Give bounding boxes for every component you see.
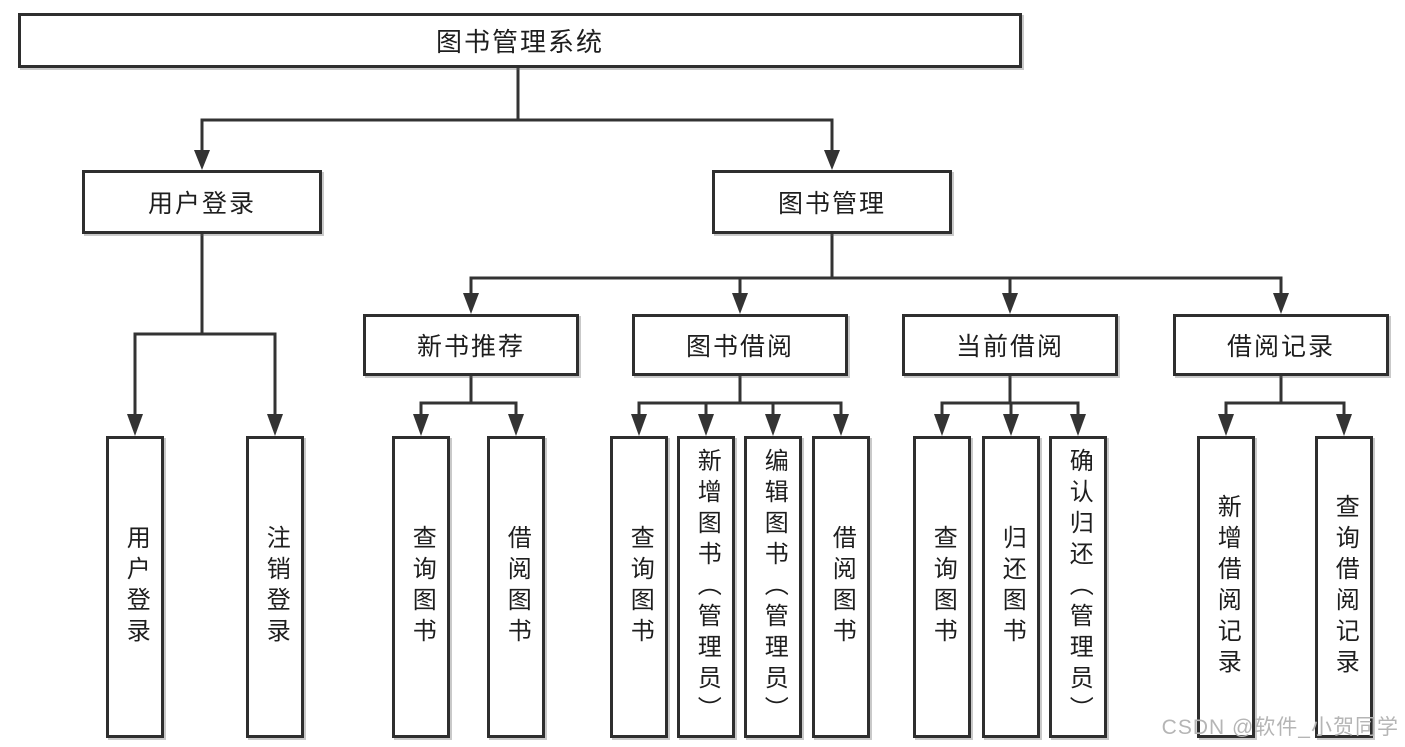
node-leaf-logout: 注销登录	[246, 436, 304, 738]
node-label: 当前借阅	[955, 333, 1064, 361]
node-leaf-query-book-3: 查询图书	[913, 436, 971, 738]
node-label: 新书推荐	[416, 333, 525, 361]
node-label: 借阅图书	[503, 525, 531, 649]
node-label: 查询图书	[408, 525, 436, 649]
node-label: 确认归还（管理员）	[1065, 447, 1093, 727]
node-leaf-user-login: 用户登录	[106, 436, 164, 738]
node-borrow-record: 借阅记录	[1173, 314, 1389, 376]
node-label: 图书管理系统	[435, 27, 604, 57]
node-label: 新增图书（管理员）	[693, 447, 721, 727]
node-label: 编辑图书（管理员）	[760, 447, 788, 727]
node-label: 图书管理	[777, 190, 886, 218]
node-leaf-query-book-2: 查询图书	[610, 436, 668, 738]
node-leaf-query-book-1: 查询图书	[392, 436, 450, 738]
node-label: 注销登录	[262, 525, 290, 649]
node-current-borrow: 当前借阅	[902, 314, 1118, 376]
node-label: 查询图书	[626, 525, 654, 649]
node-label: 用户登录	[122, 525, 150, 649]
node-book-borrow: 图书借阅	[632, 314, 848, 376]
node-label: 归还图书	[998, 525, 1026, 649]
node-leaf-edit-book-admin: 编辑图书（管理员）	[744, 436, 802, 738]
node-label: 借阅记录	[1226, 333, 1335, 361]
node-leaf-query-borrow-record: 查询借阅记录	[1315, 436, 1373, 738]
node-library-system: 图书管理系统	[18, 13, 1022, 68]
node-leaf-borrow-book-2: 借阅图书	[812, 436, 870, 738]
node-leaf-return-book: 归还图书	[982, 436, 1040, 738]
node-label: 查询图书	[929, 525, 957, 649]
node-label: 图书借阅	[685, 333, 794, 361]
node-leaf-add-book-admin: 新增图书（管理员）	[677, 436, 735, 738]
node-label: 查询借阅记录	[1331, 494, 1359, 680]
node-leaf-add-borrow-record: 新增借阅记录	[1197, 436, 1255, 738]
node-book-management: 图书管理	[712, 170, 952, 234]
node-label: 借阅图书	[828, 525, 856, 649]
node-label: 新增借阅记录	[1213, 494, 1241, 680]
node-leaf-confirm-return-admin: 确认归还（管理员）	[1049, 436, 1107, 738]
node-user-login: 用户登录	[82, 170, 322, 234]
node-new-book-recommend: 新书推荐	[363, 314, 579, 376]
csdn-watermark: CSDN @软件_小贺同学	[1161, 716, 1399, 739]
node-leaf-borrow-book-1: 借阅图书	[487, 436, 545, 738]
node-label: 用户登录	[147, 190, 256, 218]
